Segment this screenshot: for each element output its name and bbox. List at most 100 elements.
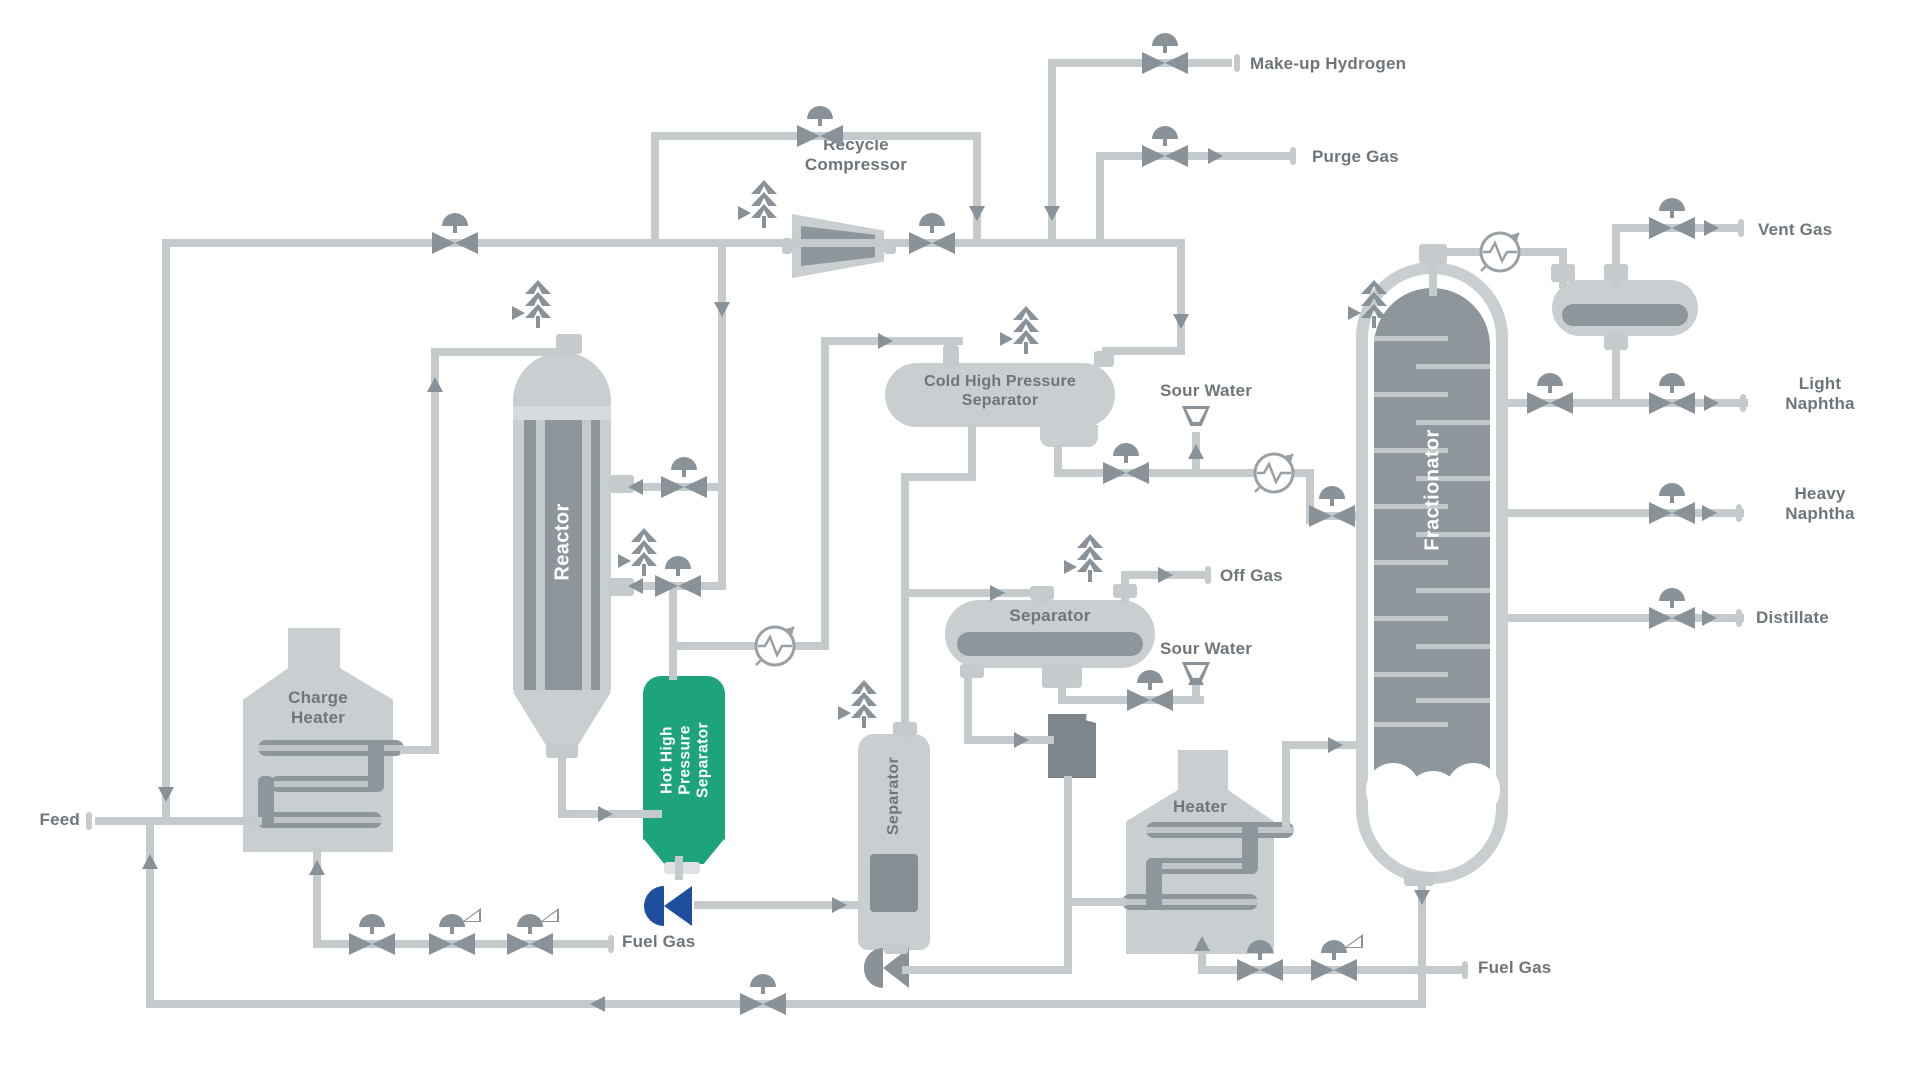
nozzle — [1551, 264, 1575, 282]
pipe — [694, 901, 860, 909]
valve — [740, 974, 786, 1016]
valve — [1649, 588, 1695, 630]
pipe — [718, 239, 726, 590]
fractionator-wave — [1446, 763, 1500, 817]
nozzle — [884, 944, 908, 954]
separator-small-label: Separator — [885, 756, 902, 836]
pipe — [902, 966, 1072, 974]
pipe — [669, 582, 677, 680]
fractionator-tray — [1416, 364, 1490, 369]
heavy-naphtha-label: Heavy Naphtha — [1785, 484, 1855, 524]
pipe — [1612, 330, 1620, 407]
pipe — [1064, 906, 1072, 974]
pipe-end-cap — [1740, 394, 1746, 412]
valve — [1127, 670, 1173, 712]
flow-arrow — [309, 860, 325, 875]
pipe — [313, 848, 321, 944]
flow-arrow — [628, 479, 643, 495]
pipe-end-cap — [1738, 219, 1744, 237]
charge-heater-coil — [368, 740, 384, 792]
reactor-cone — [513, 692, 611, 746]
flow-arrow — [832, 897, 847, 913]
separator-small-window — [870, 854, 918, 912]
purge-gas-label: Purge Gas — [1312, 147, 1399, 166]
pipe — [400, 746, 439, 754]
pipe — [95, 817, 262, 825]
pipe — [675, 856, 683, 880]
charge-heater-coil — [270, 776, 382, 792]
cold-hps-boot — [1040, 425, 1098, 447]
nozzle — [1604, 334, 1628, 350]
pipe — [1429, 248, 1437, 296]
flow-arrow — [1188, 444, 1204, 459]
charge-heater-coil — [258, 776, 274, 828]
relief-valve-icon — [1348, 280, 1392, 332]
valve — [507, 908, 559, 956]
fractionator-core — [1374, 288, 1490, 790]
flow-arrow — [1702, 505, 1717, 521]
flow-arrow — [1704, 395, 1719, 411]
pipe — [1096, 152, 1104, 243]
nozzle — [1604, 264, 1628, 282]
flow-arrow — [1328, 737, 1343, 753]
pipe — [968, 425, 976, 477]
nozzle — [1419, 244, 1447, 264]
heat-exchanger-icon — [1470, 222, 1530, 282]
pipe — [1048, 59, 1232, 67]
fractionator-tray — [1374, 616, 1448, 621]
pipe-end-cap — [1736, 504, 1742, 522]
nozzle — [608, 578, 634, 596]
nozzle — [556, 334, 582, 354]
cold-high-pressure-separator-label: Cold High Pressure Separator — [923, 373, 1077, 409]
pipe — [1198, 950, 1206, 974]
reactor-band — [513, 406, 611, 420]
valve — [1311, 934, 1363, 982]
pipe — [146, 825, 154, 1008]
pump-box — [1048, 714, 1096, 778]
nozzle — [1030, 586, 1054, 600]
pipe — [1418, 882, 1426, 1008]
separator-small-vessel[interactable] — [858, 734, 930, 950]
pipe — [901, 589, 1046, 597]
pipe — [821, 337, 829, 650]
pipe-end-cap — [1234, 54, 1240, 72]
fuel-gas-left-label: Fuel Gas — [622, 932, 696, 951]
relief-valve-icon — [838, 680, 882, 732]
off-gas-label: Off Gas — [1220, 566, 1283, 585]
pipe-end-cap — [608, 935, 614, 953]
flow-arrow — [1704, 220, 1719, 236]
heat-exchanger-icon — [1244, 443, 1304, 503]
valve — [1649, 373, 1695, 415]
pipe — [146, 1000, 1426, 1008]
flow-arrow — [1702, 610, 1717, 626]
cold-high-pressure-separator-vessel[interactable] — [885, 363, 1115, 427]
pipe — [1102, 347, 1185, 355]
valve — [1142, 33, 1188, 75]
valve — [797, 106, 843, 148]
valve — [1649, 198, 1695, 240]
pipe — [1048, 59, 1056, 243]
pipe — [558, 752, 566, 818]
pipe — [1508, 509, 1744, 517]
valve — [1649, 483, 1695, 525]
pipe — [1177, 239, 1185, 355]
fractionator-tray — [1416, 644, 1490, 649]
pipe — [669, 642, 829, 650]
relief-valve-icon — [1000, 306, 1044, 358]
sour-water-top-label: Sour Water — [1160, 381, 1253, 400]
letdown-valve-blue — [644, 886, 664, 926]
pipe-end-cap — [1462, 961, 1468, 979]
pipe — [1064, 898, 1126, 906]
reflux-drum-band — [1562, 304, 1688, 326]
distillate-label: Distillate — [1756, 608, 1829, 627]
vent-gas-label: Vent Gas — [1758, 220, 1833, 239]
fractionator-tray — [1416, 698, 1490, 703]
make-up-hydrogen-label: Make-up Hydrogen — [1250, 54, 1407, 73]
fractionator-tray — [1416, 476, 1490, 481]
reactor-label: Reactor — [551, 503, 574, 581]
pipe — [901, 473, 909, 738]
flow-arrow — [598, 806, 613, 822]
heater-coil — [1146, 822, 1294, 838]
separator-label: Separator — [1009, 606, 1091, 625]
fractionator-tray — [1374, 722, 1448, 727]
